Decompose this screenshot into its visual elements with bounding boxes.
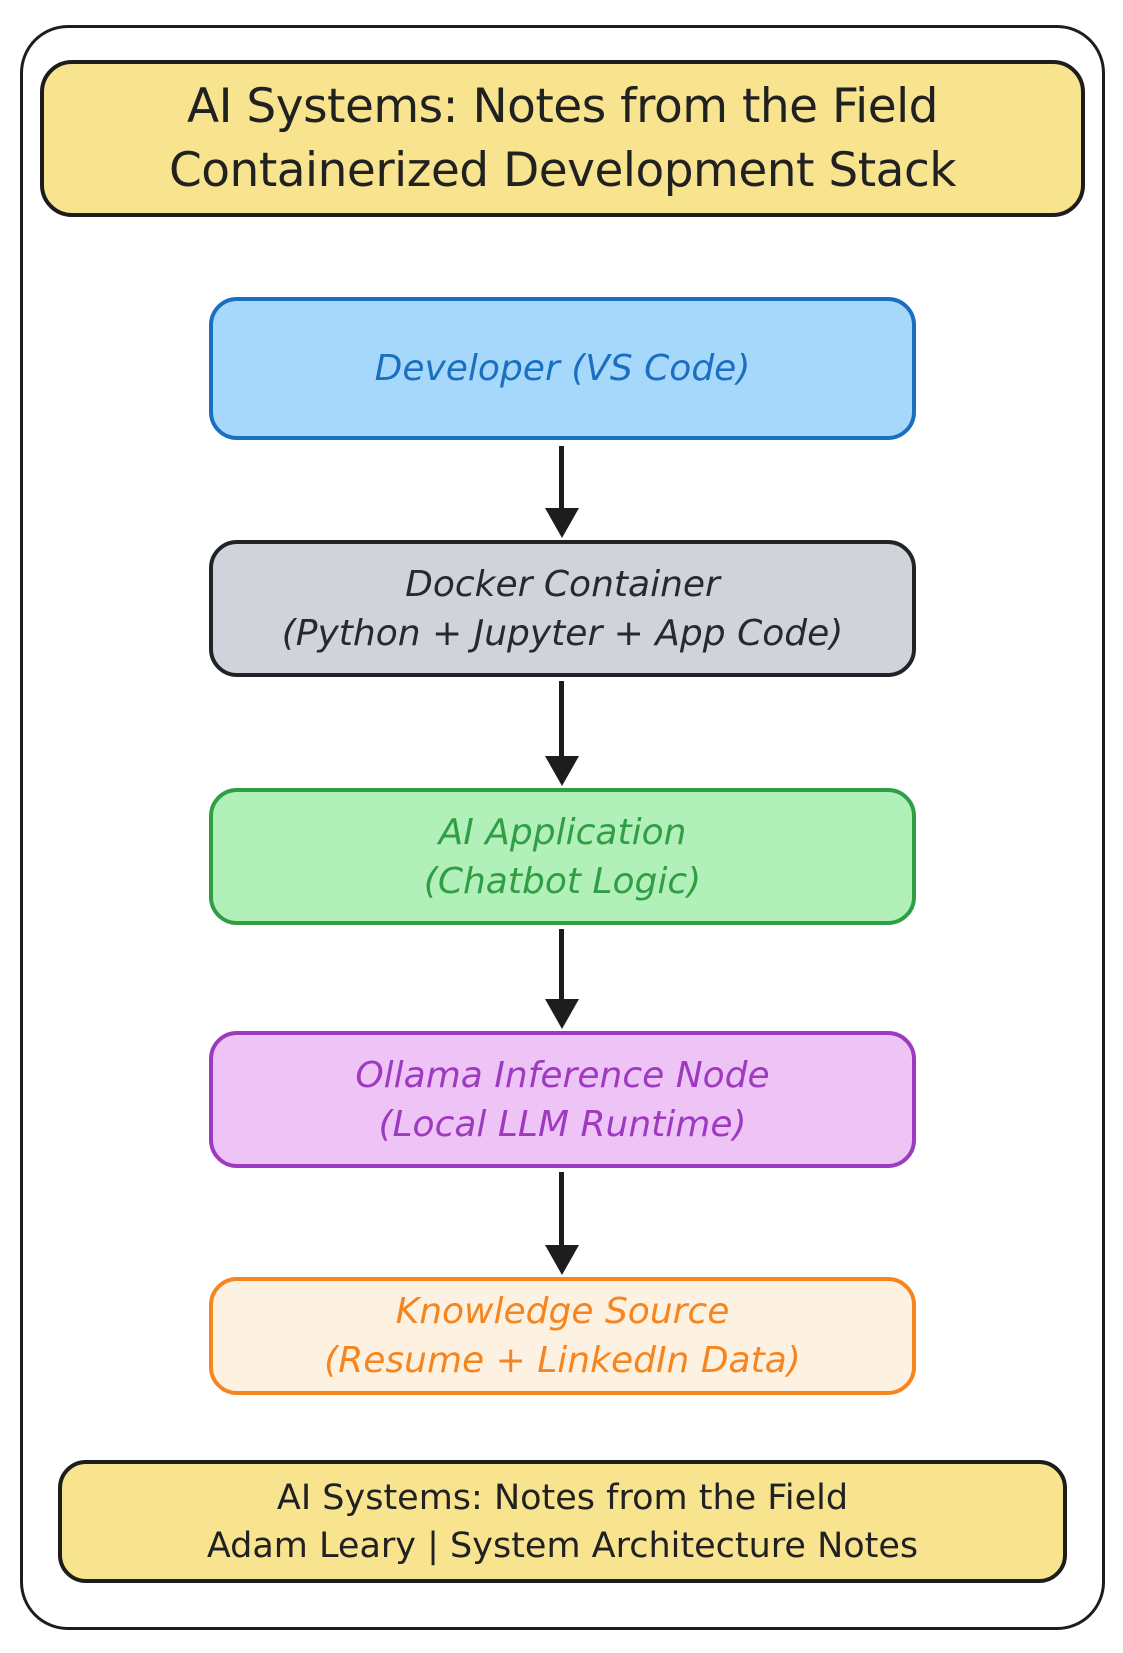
node-docker-container: Docker Container (Python + Jupyter + App… <box>209 540 916 677</box>
arrow-down-icon <box>559 446 564 508</box>
arrow-down-icon <box>559 929 564 999</box>
node-ai-application-label-2: (Chatbot Logic) <box>423 860 702 902</box>
footer-line-2: Adam Leary | System Architecture Notes <box>206 1525 919 1566</box>
node-docker-container-label-2: (Python + Jupyter + App Code) <box>281 612 844 654</box>
node-ollama-inference: Ollama Inference Node (Local LLM Runtime… <box>209 1031 916 1168</box>
arrow-down-icon <box>559 1172 564 1245</box>
title-line-2: Containerized Development Stack <box>168 142 957 198</box>
node-ollama-inference-label-2: (Local LLM Runtime) <box>378 1103 747 1145</box>
node-docker-container-label-1: Docker Container <box>405 563 720 605</box>
footer-banner: AI Systems: Notes from the Field Adam Le… <box>58 1460 1067 1583</box>
node-ai-application-label-1: AI Application <box>438 811 687 853</box>
node-knowledge-source-label-1: Knowledge Source <box>395 1291 730 1332</box>
node-knowledge-source: Knowledge Source (Resume + LinkedIn Data… <box>209 1277 916 1395</box>
arrow-down-icon <box>559 681 564 756</box>
node-developer-label: Developer (VS Code) <box>374 348 751 389</box>
node-ollama-inference-label-1: Ollama Inference Node <box>355 1054 770 1096</box>
node-ai-application: AI Application (Chatbot Logic) <box>209 788 916 925</box>
node-knowledge-source-label-2: (Resume + LinkedIn Data) <box>324 1340 801 1381</box>
title-line-1: AI Systems: Notes from the Field <box>186 78 939 134</box>
footer-line-1: AI Systems: Notes from the Field <box>276 1477 849 1518</box>
node-developer: Developer (VS Code) <box>209 297 916 440</box>
title-banner: AI Systems: Notes from the Field Contain… <box>40 60 1085 217</box>
